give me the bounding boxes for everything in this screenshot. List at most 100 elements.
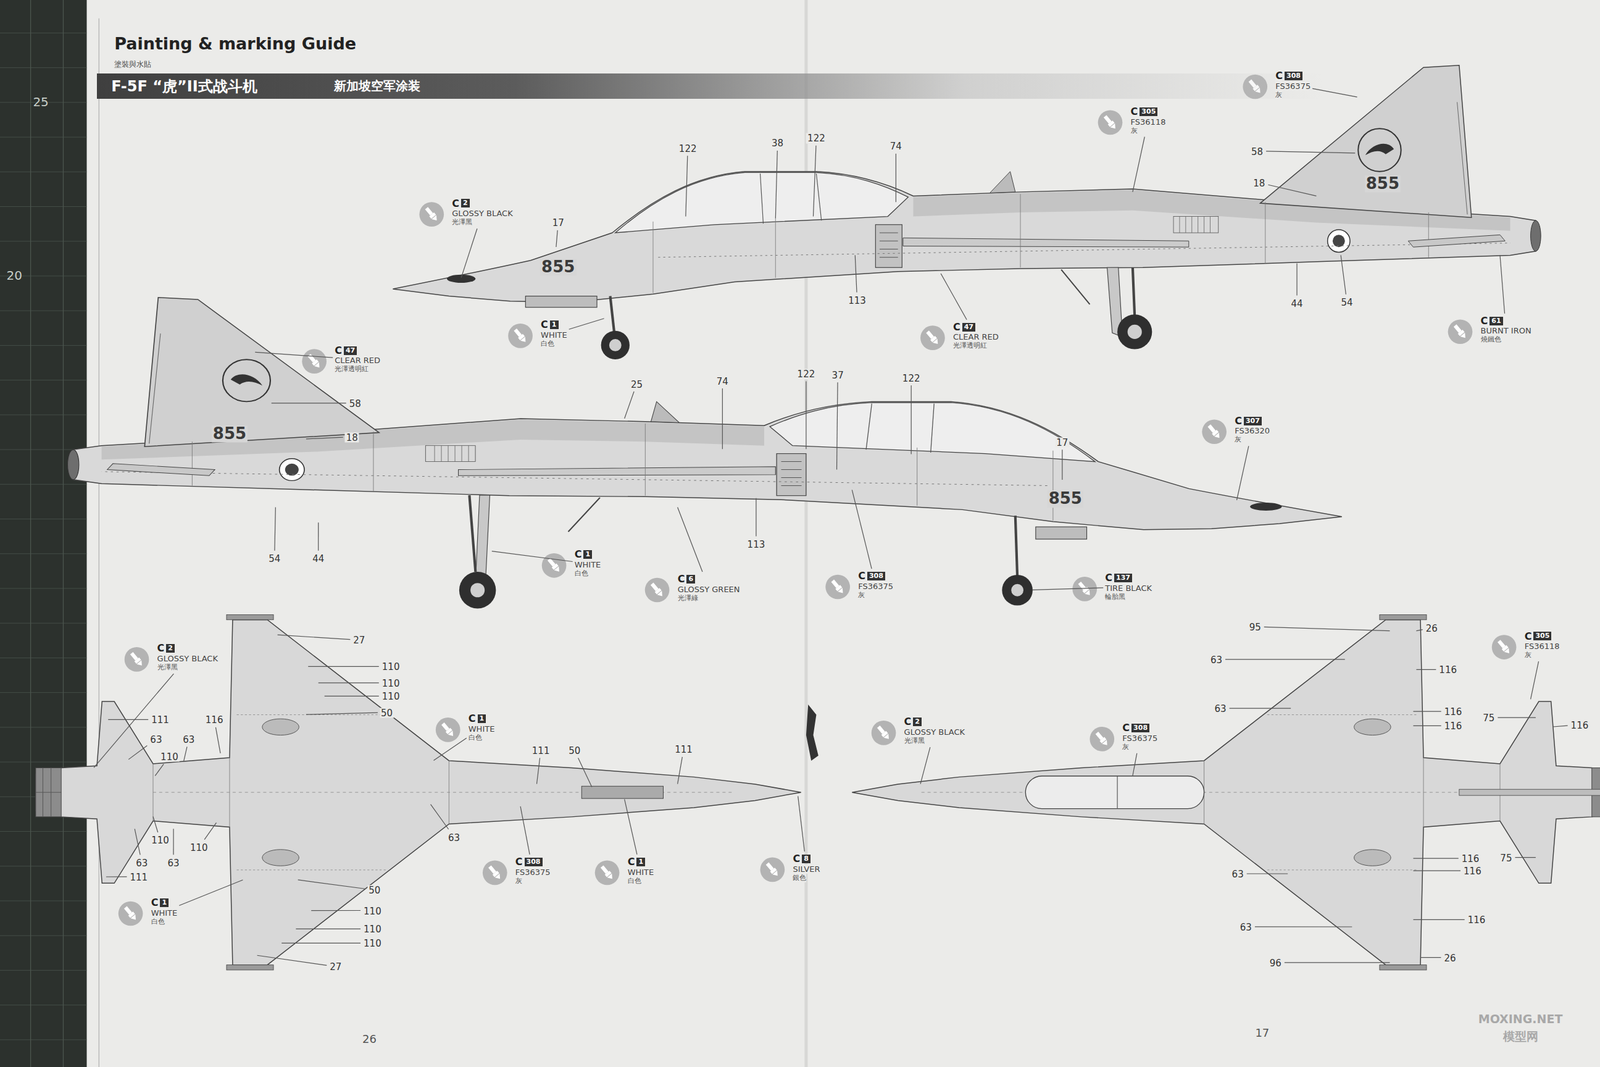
brush-tip (1110, 123, 1118, 131)
callout-number: 116 (204, 714, 225, 726)
icon-disc (920, 325, 946, 350)
icon-disc (124, 646, 150, 672)
paint-name: GLOSSY BLACK (904, 727, 965, 737)
callout-number-group: 44 (311, 552, 326, 565)
leader-line (1416, 669, 1436, 670)
leader-line (274, 507, 276, 551)
leader-line (854, 254, 857, 292)
paint-code: C (1524, 630, 1533, 642)
paint-name: WHITE (574, 559, 602, 570)
paint-number: 1 (636, 857, 646, 867)
art-rect (1025, 775, 1204, 809)
leader-line (257, 954, 328, 965)
brush-icon (1098, 110, 1123, 136)
callout-number: 63 (181, 733, 196, 745)
callout-number-group: 74 (888, 140, 904, 152)
callout-number-group: 54 (267, 552, 282, 565)
brush-glyph (122, 904, 138, 921)
leader-line (172, 828, 174, 855)
callout-number-group: 63 (181, 732, 196, 745)
brush-glyph (1496, 638, 1512, 655)
callout-number: 116 (1466, 914, 1488, 926)
callout-number-group: 116 (1466, 913, 1488, 926)
leader-line (677, 507, 703, 572)
icon-disc (760, 857, 786, 883)
callout-number: 113 (846, 295, 868, 307)
icon-disc (435, 717, 461, 742)
callout-number-group: 113 (746, 538, 767, 550)
leader-line (677, 756, 683, 784)
callout-number-group: 116 (1443, 719, 1464, 732)
paint-name-zh: 白色 (627, 876, 642, 886)
leader-line (685, 155, 688, 217)
callout-number-group: 110 (362, 937, 383, 949)
leader-line (1267, 184, 1317, 196)
callout-number: 75 (1498, 852, 1513, 863)
callout-number: 27 (328, 961, 343, 973)
callout-number-group: 113 (846, 294, 868, 307)
callout-number-group: 110 (380, 676, 402, 689)
art-circle (459, 571, 497, 609)
leader-line (271, 402, 347, 404)
brush-icon (419, 201, 444, 227)
paint-name: WHITE (468, 724, 496, 734)
paint-callout-group: C307FS36320灰 (1234, 415, 1270, 445)
callout-number-group: 95 (1248, 620, 1263, 633)
paint-number: 2 (166, 643, 175, 653)
paint-number: 308 (1131, 723, 1150, 733)
paint-name: FS36375 (858, 581, 894, 591)
paint-number: 305 (1533, 631, 1552, 641)
icon-disc (871, 720, 897, 746)
watermark: 模型网 (1503, 1029, 1539, 1042)
paint-number: 1 (583, 550, 592, 559)
icon-disc (1098, 110, 1123, 136)
callout-number: 50 (379, 707, 394, 718)
brush-glyph (1094, 730, 1110, 747)
callout-number: 44 (1289, 298, 1304, 309)
aircraft-marking: 855 (540, 258, 576, 276)
leader-line (1229, 708, 1292, 709)
callout-number: 26 (1442, 952, 1457, 963)
leader-line (134, 828, 141, 855)
callout-number-group: 50 (367, 883, 382, 896)
paint-name-zh: 光澤黑 (904, 736, 925, 746)
brush-tip (130, 914, 139, 922)
art-line (1015, 515, 1018, 577)
paint-code: C (953, 321, 961, 333)
callout-number: 63 (1238, 921, 1254, 933)
callout-number-group: 50 (379, 706, 394, 718)
brush-tip (837, 587, 846, 596)
brush-icon (760, 857, 786, 883)
brush-icon (1089, 726, 1115, 752)
callout-number: 18 (1251, 177, 1267, 189)
leader-line (1132, 137, 1145, 192)
paint-callout-group: C308FS36375灰 (858, 570, 894, 600)
paint-number: 2 (912, 717, 922, 726)
paint-code: C (792, 853, 800, 865)
paint-name: CLEAR RED (953, 332, 999, 342)
leader-line (430, 804, 449, 830)
watermark: MOXING.NET (1478, 1011, 1563, 1025)
callout-number: 116 (1569, 719, 1591, 731)
callout-number-group: 26 (1424, 621, 1439, 634)
callout-number-group: 63 (1238, 920, 1254, 933)
brush-icon (1201, 419, 1227, 444)
callout-number: 63 (166, 857, 181, 868)
paint-code: C (540, 319, 549, 331)
callout-number: 122 (901, 372, 922, 384)
callout-number-group: 63 (1213, 702, 1228, 715)
callout-number: 122 (677, 143, 699, 154)
paint-name: BURNT IRON (1480, 325, 1532, 336)
callout-number: 50 (367, 885, 382, 896)
brush-icon (482, 860, 508, 886)
watermark-group: 模型网 (1503, 1029, 1539, 1042)
paint-name: GLOSSY BLACK (451, 208, 513, 218)
paint-name: FS36118 (1524, 641, 1560, 651)
brush-tip (431, 215, 439, 223)
brush-glyph (649, 581, 665, 598)
paint-name-zh: 灰 (858, 590, 865, 600)
paint-name-zh: 灰 (1524, 650, 1532, 660)
brush-icon (920, 325, 946, 350)
